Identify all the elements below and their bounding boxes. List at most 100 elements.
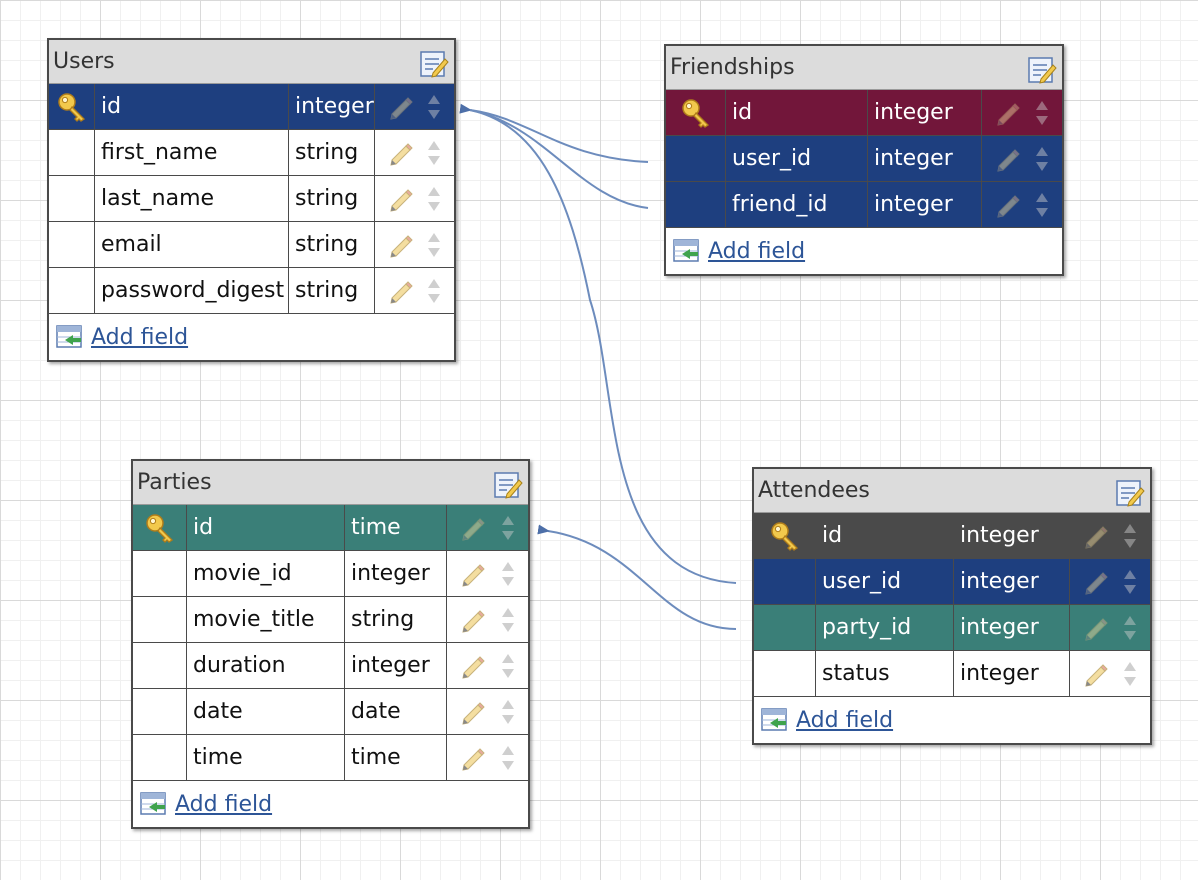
key-cell <box>49 130 95 175</box>
up-down-arrows-icon[interactable] <box>501 560 515 588</box>
link-attendees-party-id <box>537 524 737 630</box>
add-field-icon[interactable] <box>55 323 85 351</box>
field-row[interactable]: date date <box>133 689 528 735</box>
add-field-link[interactable]: Add field <box>91 324 189 350</box>
add-field-link[interactable]: Add field <box>796 707 894 733</box>
field-type: integer <box>868 136 982 181</box>
table-title: Attendees <box>758 478 870 503</box>
pencil-icon[interactable] <box>995 146 1021 172</box>
pencil-icon[interactable] <box>460 653 486 679</box>
pencil-icon[interactable] <box>388 94 414 120</box>
friendships-table: Friendships id integer user_id integer f… <box>664 44 1064 276</box>
key-cell <box>133 597 187 642</box>
primary-key-cell <box>49 84 95 129</box>
up-down-arrows-icon[interactable] <box>1123 522 1137 550</box>
field-row[interactable]: password_digest string <box>49 268 454 314</box>
pencil-icon[interactable] <box>1083 661 1109 687</box>
up-down-arrows-icon[interactable] <box>501 698 515 726</box>
key-cell <box>49 222 95 267</box>
field-type: string <box>289 176 375 221</box>
key-cell <box>754 605 816 650</box>
key-cell <box>666 136 726 181</box>
field-row[interactable]: party_id integer <box>754 605 1150 651</box>
pencil-icon[interactable] <box>1083 523 1109 549</box>
field-name: email <box>95 222 289 267</box>
up-down-arrows-icon[interactable] <box>427 277 441 305</box>
pencil-icon[interactable] <box>460 607 486 633</box>
pencil-icon[interactable] <box>460 561 486 587</box>
edit-table-icon[interactable] <box>1115 478 1145 508</box>
field-row[interactable]: user_id integer <box>754 559 1150 605</box>
field-name: party_id <box>816 605 954 650</box>
pencil-icon[interactable] <box>1083 615 1109 641</box>
field-row[interactable]: last_name string <box>49 176 454 222</box>
attendees-table-header[interactable]: Attendees <box>754 469 1150 513</box>
friendships-table-header[interactable]: Friendships <box>666 46 1062 90</box>
users-table-header[interactable]: Users <box>49 40 454 84</box>
add-field-icon[interactable] <box>760 706 790 734</box>
field-row[interactable]: id time <box>133 505 528 551</box>
field-type: integer <box>345 551 447 596</box>
field-row[interactable]: friend_id integer <box>666 182 1062 228</box>
field-type: date <box>345 689 447 734</box>
up-down-arrows-icon[interactable] <box>501 606 515 634</box>
pencil-icon[interactable] <box>388 140 414 166</box>
field-row[interactable]: id integer <box>754 513 1150 559</box>
up-down-arrows-icon[interactable] <box>1035 191 1049 219</box>
add-field-icon[interactable] <box>139 790 169 818</box>
up-down-arrows-icon[interactable] <box>1123 568 1137 596</box>
field-name: user_id <box>726 136 868 181</box>
edit-table-icon[interactable] <box>1027 55 1057 85</box>
up-down-arrows-icon[interactable] <box>501 514 515 542</box>
pencil-icon[interactable] <box>388 186 414 212</box>
field-row[interactable]: id integer <box>666 90 1062 136</box>
field-row[interactable]: movie_id integer <box>133 551 528 597</box>
field-row[interactable]: time time <box>133 735 528 781</box>
field-type: integer <box>868 90 982 135</box>
up-down-arrows-icon[interactable] <box>427 93 441 121</box>
up-down-arrows-icon[interactable] <box>1123 660 1137 688</box>
pencil-icon[interactable] <box>388 232 414 258</box>
up-down-arrows-icon[interactable] <box>427 139 441 167</box>
field-row[interactable]: duration integer <box>133 643 528 689</box>
up-down-arrows-icon[interactable] <box>501 652 515 680</box>
up-down-arrows-icon[interactable] <box>1035 145 1049 173</box>
link-friendships-friend-id <box>469 109 649 209</box>
pencil-icon[interactable] <box>460 745 486 771</box>
field-row[interactable]: user_id integer <box>666 136 1062 182</box>
key-cell <box>133 551 187 596</box>
pencil-icon[interactable] <box>460 699 486 725</box>
up-down-arrows-icon[interactable] <box>427 231 441 259</box>
parties-table-header[interactable]: Parties <box>133 461 528 505</box>
field-name: movie_title <box>187 597 345 642</box>
up-down-arrows-icon[interactable] <box>427 185 441 213</box>
up-down-arrows-icon[interactable] <box>1123 614 1137 642</box>
up-down-arrows-icon[interactable] <box>1035 99 1049 127</box>
key-cell <box>49 176 95 221</box>
field-type: string <box>289 222 375 267</box>
field-name: duration <box>187 643 345 688</box>
up-down-arrows-icon[interactable] <box>501 744 515 772</box>
pencil-icon[interactable] <box>995 100 1021 126</box>
field-type: string <box>345 597 447 642</box>
pencil-icon[interactable] <box>1083 569 1109 595</box>
add-field-link[interactable]: Add field <box>708 238 806 264</box>
field-type: integer <box>345 643 447 688</box>
pencil-icon[interactable] <box>460 515 486 541</box>
pencil-icon[interactable] <box>388 278 414 304</box>
field-row[interactable]: status integer <box>754 651 1150 697</box>
add-field-icon[interactable] <box>672 237 702 265</box>
field-name: time <box>187 735 345 780</box>
field-row[interactable]: first_name string <box>49 130 454 176</box>
field-name: password_digest <box>95 268 289 313</box>
field-row[interactable]: id integer <box>49 84 454 130</box>
field-row[interactable]: movie_title string <box>133 597 528 643</box>
field-name: user_id <box>816 559 954 604</box>
table-title: Users <box>53 49 115 74</box>
edit-table-icon[interactable] <box>493 470 523 500</box>
link-friendships-user-id <box>459 103 649 163</box>
pencil-icon[interactable] <box>995 192 1021 218</box>
field-row[interactable]: email string <box>49 222 454 268</box>
edit-table-icon[interactable] <box>419 49 449 79</box>
add-field-link[interactable]: Add field <box>175 791 273 817</box>
